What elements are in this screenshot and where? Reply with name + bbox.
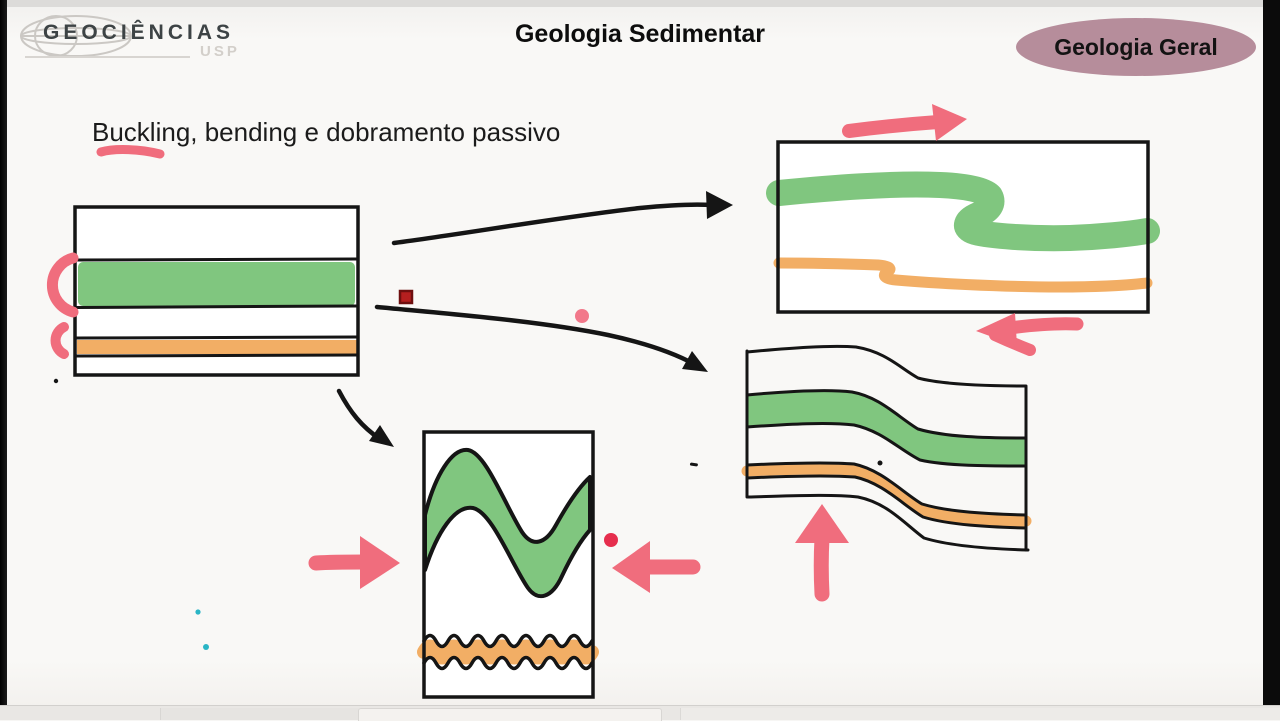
heading-underline-mark bbox=[96, 145, 165, 159]
block-outline bbox=[73, 205, 360, 377]
pink-annotations bbox=[46, 145, 165, 359]
crescent-mark-large bbox=[46, 252, 79, 318]
course-badge: Geologia Geral bbox=[1016, 18, 1256, 76]
arrow-to-bend bbox=[374, 304, 697, 367]
shear-arrow-bottom-head bbox=[976, 313, 1017, 346]
red-dot-mark bbox=[604, 533, 618, 547]
arrow-to-buckle bbox=[336, 388, 383, 442]
taskbar-segment[interactable] bbox=[358, 708, 662, 721]
logo-subtext: USP bbox=[200, 43, 240, 60]
laser-square-mark bbox=[398, 289, 414, 305]
logo-underline bbox=[25, 56, 190, 58]
undeformed-layers-block bbox=[73, 205, 360, 377]
block-outline bbox=[776, 140, 1150, 314]
connector-arrows bbox=[336, 191, 733, 447]
buckling-block bbox=[417, 430, 599, 699]
arrow-to-shear bbox=[391, 202, 715, 246]
shear-arrow-top-head bbox=[932, 104, 967, 141]
compression-arrow-right-head bbox=[612, 541, 650, 593]
pink-dot-mark bbox=[575, 309, 589, 323]
shear-arrow-top-shaft bbox=[842, 115, 945, 138]
taskbar-segment[interactable] bbox=[680, 708, 1280, 720]
bending-block bbox=[741, 344, 1032, 552]
stray-dot-1 bbox=[53, 378, 59, 384]
compression-arrows bbox=[308, 536, 701, 593]
compression-arrow-left-shaft bbox=[308, 554, 372, 571]
crescent-mark-small bbox=[50, 322, 69, 359]
taskbar-segment[interactable] bbox=[160, 708, 359, 720]
green-layer bbox=[78, 262, 355, 306]
compression-arrow-left-head bbox=[360, 536, 400, 589]
green-layer-folded bbox=[423, 447, 592, 599]
shear-block bbox=[766, 140, 1160, 314]
teal-dot-2 bbox=[203, 644, 209, 650]
green-layer-sheared bbox=[766, 171, 1160, 252]
letterbox-left bbox=[0, 0, 7, 706]
taskbar[interactable] bbox=[0, 705, 1280, 721]
page-title: Geologia Sedimentar bbox=[514, 20, 766, 48]
slide-heading: Buckling, bending e dobramento passivo bbox=[92, 117, 561, 147]
green-layer-bent bbox=[747, 390, 1026, 466]
letterbox-right bbox=[1263, 0, 1280, 706]
orange-layer-crenulated bbox=[417, 639, 599, 665]
logo-text: GEOCIÊNCIAS bbox=[43, 21, 235, 44]
uplift-arrow bbox=[795, 504, 849, 602]
uplift-arrow-shaft bbox=[813, 530, 830, 602]
orange-layer-sheared bbox=[773, 257, 1153, 293]
orange-layer bbox=[77, 340, 358, 354]
course-badge-label: Geologia Geral bbox=[1054, 33, 1218, 60]
orange-layer-bent bbox=[741, 463, 1032, 527]
stray-dash bbox=[689, 462, 698, 467]
block-outline bbox=[422, 430, 595, 699]
top-strip bbox=[0, 0, 1280, 7]
institution-logo: GEOCIÊNCIAS USP bbox=[18, 8, 248, 64]
teal-dot-1 bbox=[195, 609, 201, 615]
uplift-arrow-head bbox=[795, 504, 849, 543]
shear-arrows bbox=[842, 104, 1084, 356]
stray-dot-2 bbox=[877, 460, 883, 466]
globe-icon bbox=[20, 15, 132, 57]
